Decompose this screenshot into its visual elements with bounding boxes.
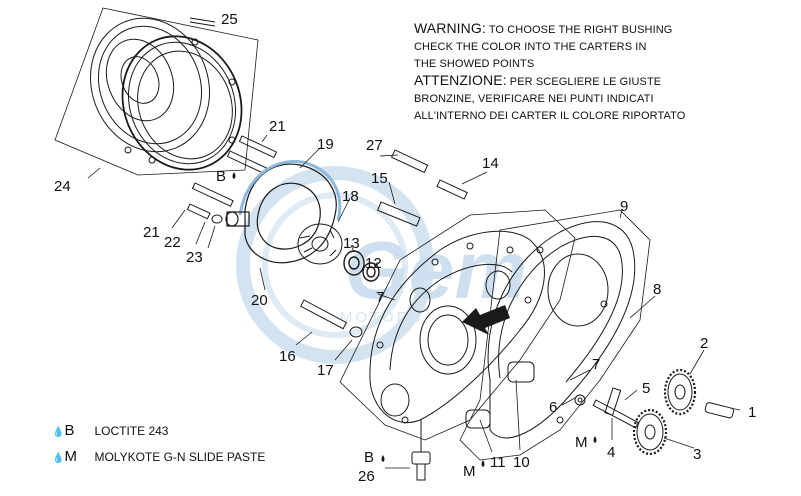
warning-heading: WARNING: <box>414 20 486 36</box>
callouts: 1 2 3 4 5 6 7 7 8 9 10 11 12 13 14 15 16… <box>54 11 756 485</box>
warning-line4: PER SCEGLIERE LE GIUSTE <box>509 76 662 88</box>
warning-line5: BRONZINE, VERIFICARE NEI PUNTI INDICATI <box>414 93 654 105</box>
bolt-16 <box>300 299 363 338</box>
warning-line6: ALL'INTERNO DEI CARTER IL COLORE RIPORTA… <box>414 110 686 122</box>
callout-27: 27 <box>366 137 383 154</box>
legend-loctite: 💧B LOCTITE 243 <box>52 422 168 439</box>
callout-21a: 21 <box>269 118 286 135</box>
gears <box>592 368 735 456</box>
warning-text-en: WARNING: TO CHOOSE THE RIGHT BUSHING CHE… <box>414 20 672 73</box>
callout-10: 10 <box>513 454 530 471</box>
callout-7b: 7 <box>592 356 600 373</box>
screws-left <box>186 135 278 224</box>
marker-b-1: B <box>216 168 226 185</box>
warning-line2: CHECK THE COLOR INTO THE CARTERS IN <box>414 41 647 53</box>
callout-3: 3 <box>693 446 701 463</box>
legend-text-m: MOLYKOTE G-N SLIDE PASTE <box>94 450 266 464</box>
callout-13: 13 <box>343 235 360 252</box>
watermark-sub: MOTORS <box>340 309 424 326</box>
callout-14: 14 <box>482 155 499 172</box>
attenzione-heading: ATTENZIONE: <box>414 72 507 88</box>
warning-line3: THE SHOWED POINTS <box>414 58 535 70</box>
drop-icon: 💧 <box>52 453 65 464</box>
drop-icon: 💧 <box>52 427 65 438</box>
callout-17: 17 <box>317 362 334 379</box>
callout-15: 15 <box>371 170 388 187</box>
marker-m-2: M <box>575 434 588 451</box>
callout-16: 16 <box>279 348 296 365</box>
impeller <box>297 149 468 265</box>
callout-25: 25 <box>221 11 238 28</box>
callout-9: 9 <box>620 198 628 215</box>
callout-4: 4 <box>607 444 615 461</box>
callout-23: 23 <box>186 249 203 266</box>
right-cover <box>459 209 651 461</box>
legend-key-m: M <box>64 448 77 465</box>
callout-7a: 7 <box>376 289 384 306</box>
callout-12: 12 <box>365 255 382 272</box>
callout-2: 2 <box>700 335 708 352</box>
warning-text-it: ATTENZIONE: PER SCEGLIERE LE GIUSTE BRON… <box>414 72 685 125</box>
legend-text-b: LOCTITE 243 <box>94 424 169 438</box>
direction-arrow <box>462 305 510 335</box>
callout-19: 19 <box>317 136 334 153</box>
callout-8: 8 <box>653 281 661 298</box>
callout-1: 1 <box>748 404 756 421</box>
legend-molykote: 💧M MOLYKOTE G-N SLIDE PASTE <box>52 448 265 465</box>
callout-5: 5 <box>642 380 650 397</box>
marker-m-1: M <box>463 463 476 480</box>
callout-26: 26 <box>358 468 375 485</box>
sensor-26 <box>411 420 431 481</box>
callout-24: 24 <box>54 178 71 195</box>
clutch-cover-assembly <box>54 7 259 176</box>
callout-20: 20 <box>251 292 268 309</box>
legend-key-b: B <box>64 422 75 439</box>
callout-22: 22 <box>164 234 181 251</box>
callout-11: 11 <box>490 454 506 471</box>
warning-line1: TO CHOOSE THE RIGHT BUSHING <box>488 24 673 36</box>
pump-cover <box>225 160 342 264</box>
callout-6: 6 <box>549 399 557 416</box>
marker-b-2: B <box>364 449 374 466</box>
leader-lines <box>87 134 741 469</box>
callout-21b: 21 <box>143 224 160 241</box>
marker-tags: B B M M <box>216 168 588 480</box>
drop-markers <box>232 172 597 467</box>
callout-18: 18 <box>342 188 359 205</box>
